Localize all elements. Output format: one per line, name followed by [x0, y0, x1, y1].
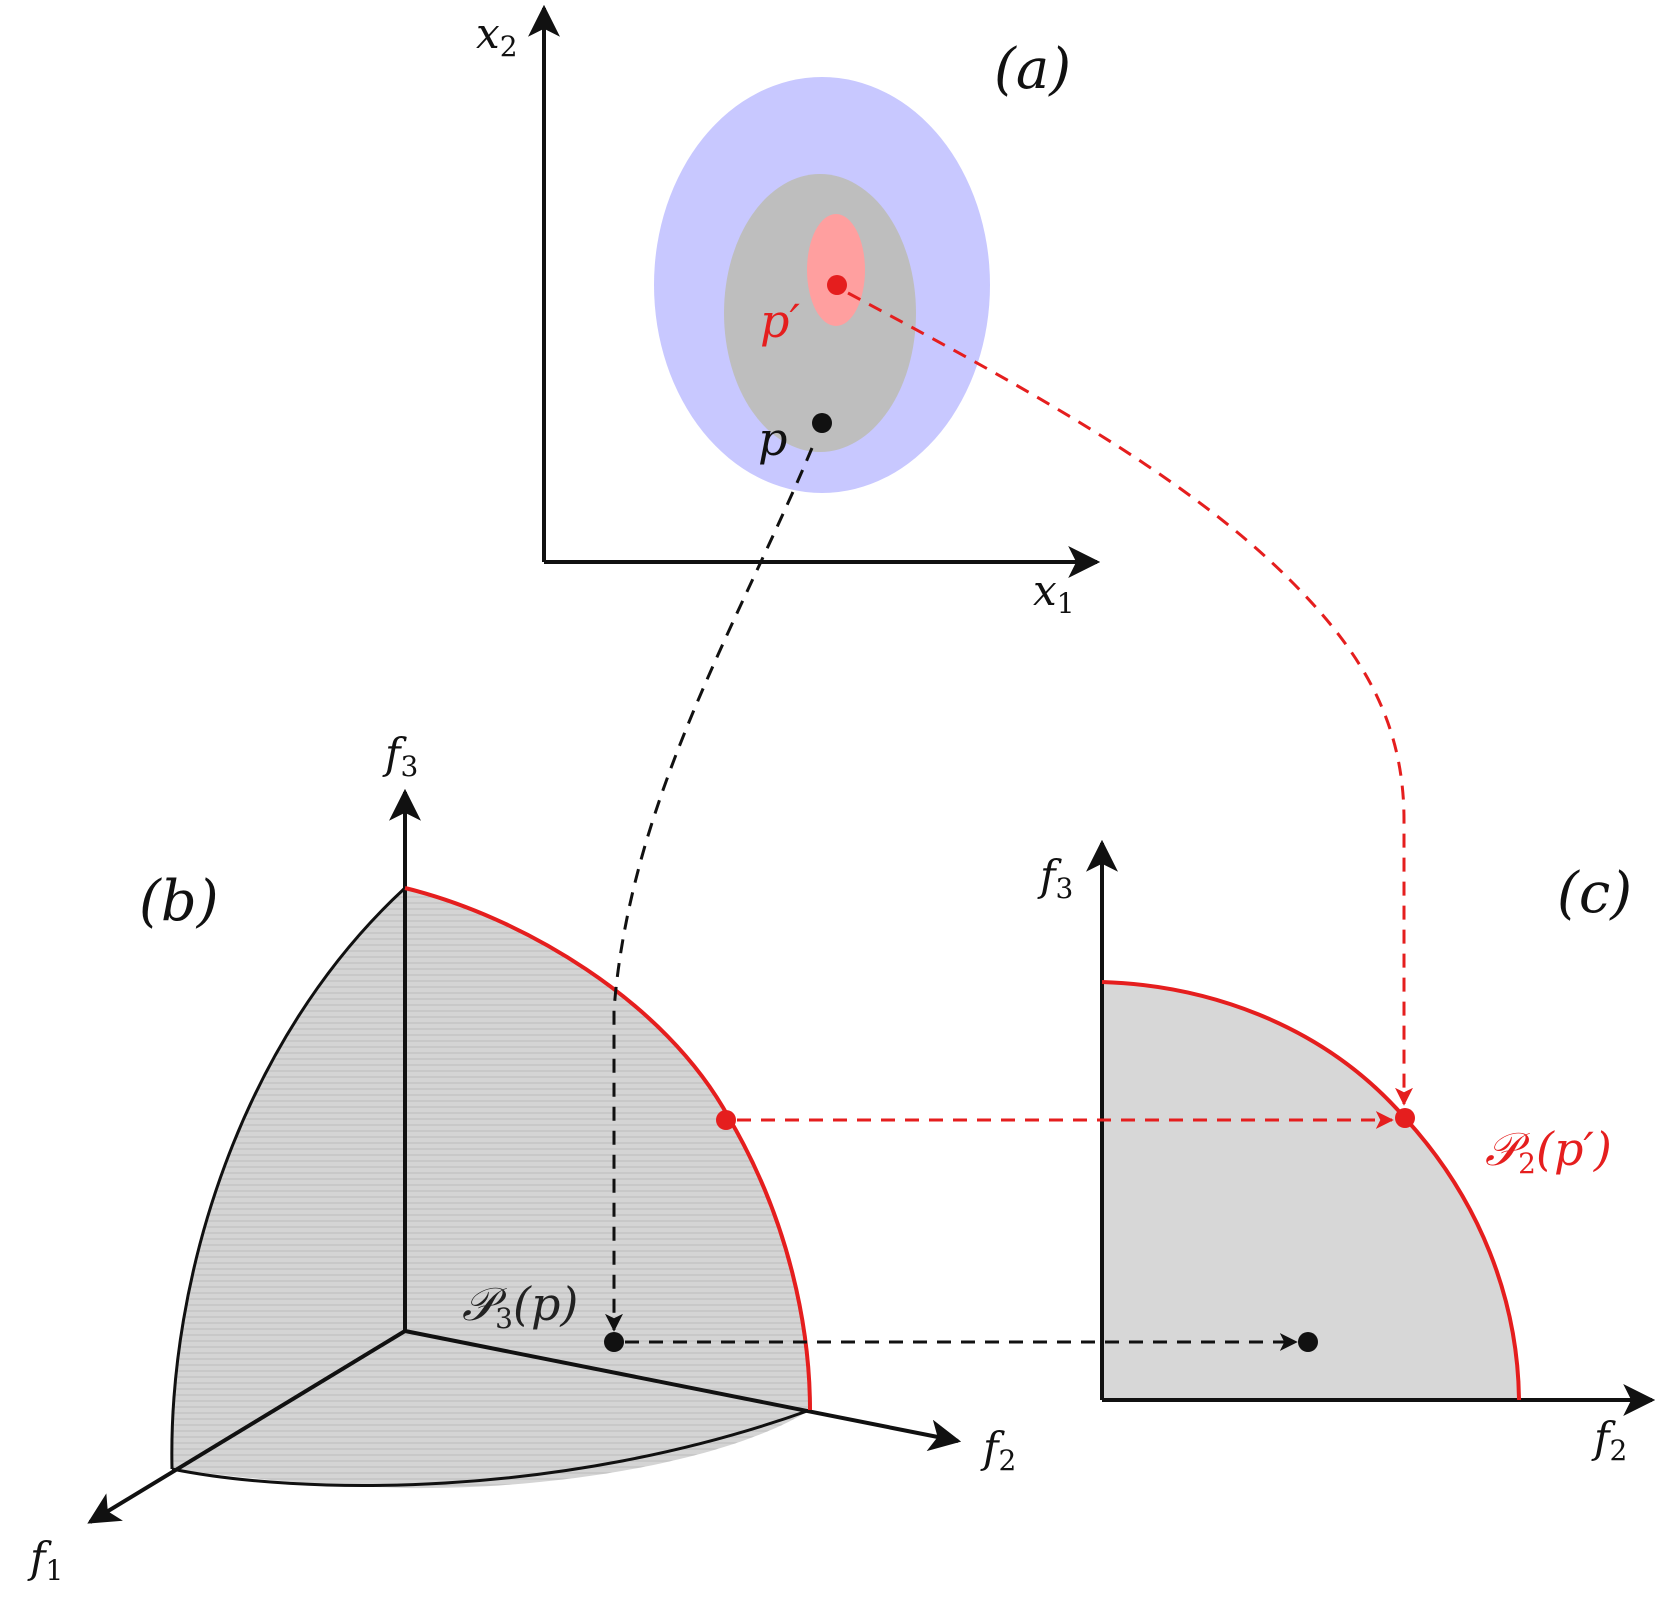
inner-region — [807, 214, 865, 326]
feasible-region-2d — [1102, 982, 1519, 1400]
f2-axis-label-b: f2 — [980, 1423, 1016, 1477]
point-p-prime-label: p′ — [760, 294, 800, 348]
panel-c: f3 f2 (c) 𝒫2(p′) — [1037, 839, 1656, 1467]
point-p3-label: 𝒫3(p) — [462, 1277, 578, 1335]
point-p3 — [604, 1332, 624, 1352]
point-red-front-c — [1395, 1108, 1415, 1128]
panel-c-label: (c) — [1557, 861, 1632, 926]
map-p-to-p3 — [605, 447, 814, 1332]
panel-b: f3 f2 f1 (b) 𝒫3(p) — [27, 729, 1016, 1587]
panel-a: x1 x2 (a) p p′ — [476, 4, 1101, 620]
f2-axis-label-c: f2 — [1591, 1413, 1627, 1467]
f3-axis-label-c: f3 — [1037, 851, 1073, 905]
point-black-c — [1298, 1332, 1318, 1352]
x2-axis-label: x2 — [476, 9, 518, 63]
mapping-arrows — [605, 291, 1413, 1351]
point-p2-label: 𝒫2(p′) — [1485, 1122, 1612, 1180]
pareto-surface — [171, 888, 810, 1489]
point-p-prime — [827, 275, 847, 295]
panel-b-label: (b) — [139, 869, 219, 934]
surface-edge-left — [170, 886, 407, 1470]
panel-a-label: (a) — [994, 37, 1071, 102]
point-p-label: p — [758, 412, 787, 466]
surface-edge-bottom — [171, 1408, 811, 1487]
point-p — [812, 413, 832, 433]
point-red-front-b — [716, 1110, 736, 1130]
f3-axis-label-b: f3 — [382, 729, 418, 783]
map-pprime-to-c — [847, 291, 1413, 1106]
f1-axis — [87, 1329, 407, 1524]
x1-axis-label: x1 — [1033, 566, 1075, 620]
pareto-front-curve — [404, 886, 812, 1411]
f2-axis — [404, 1329, 962, 1452]
f1-axis-label-b: f1 — [27, 1533, 63, 1587]
